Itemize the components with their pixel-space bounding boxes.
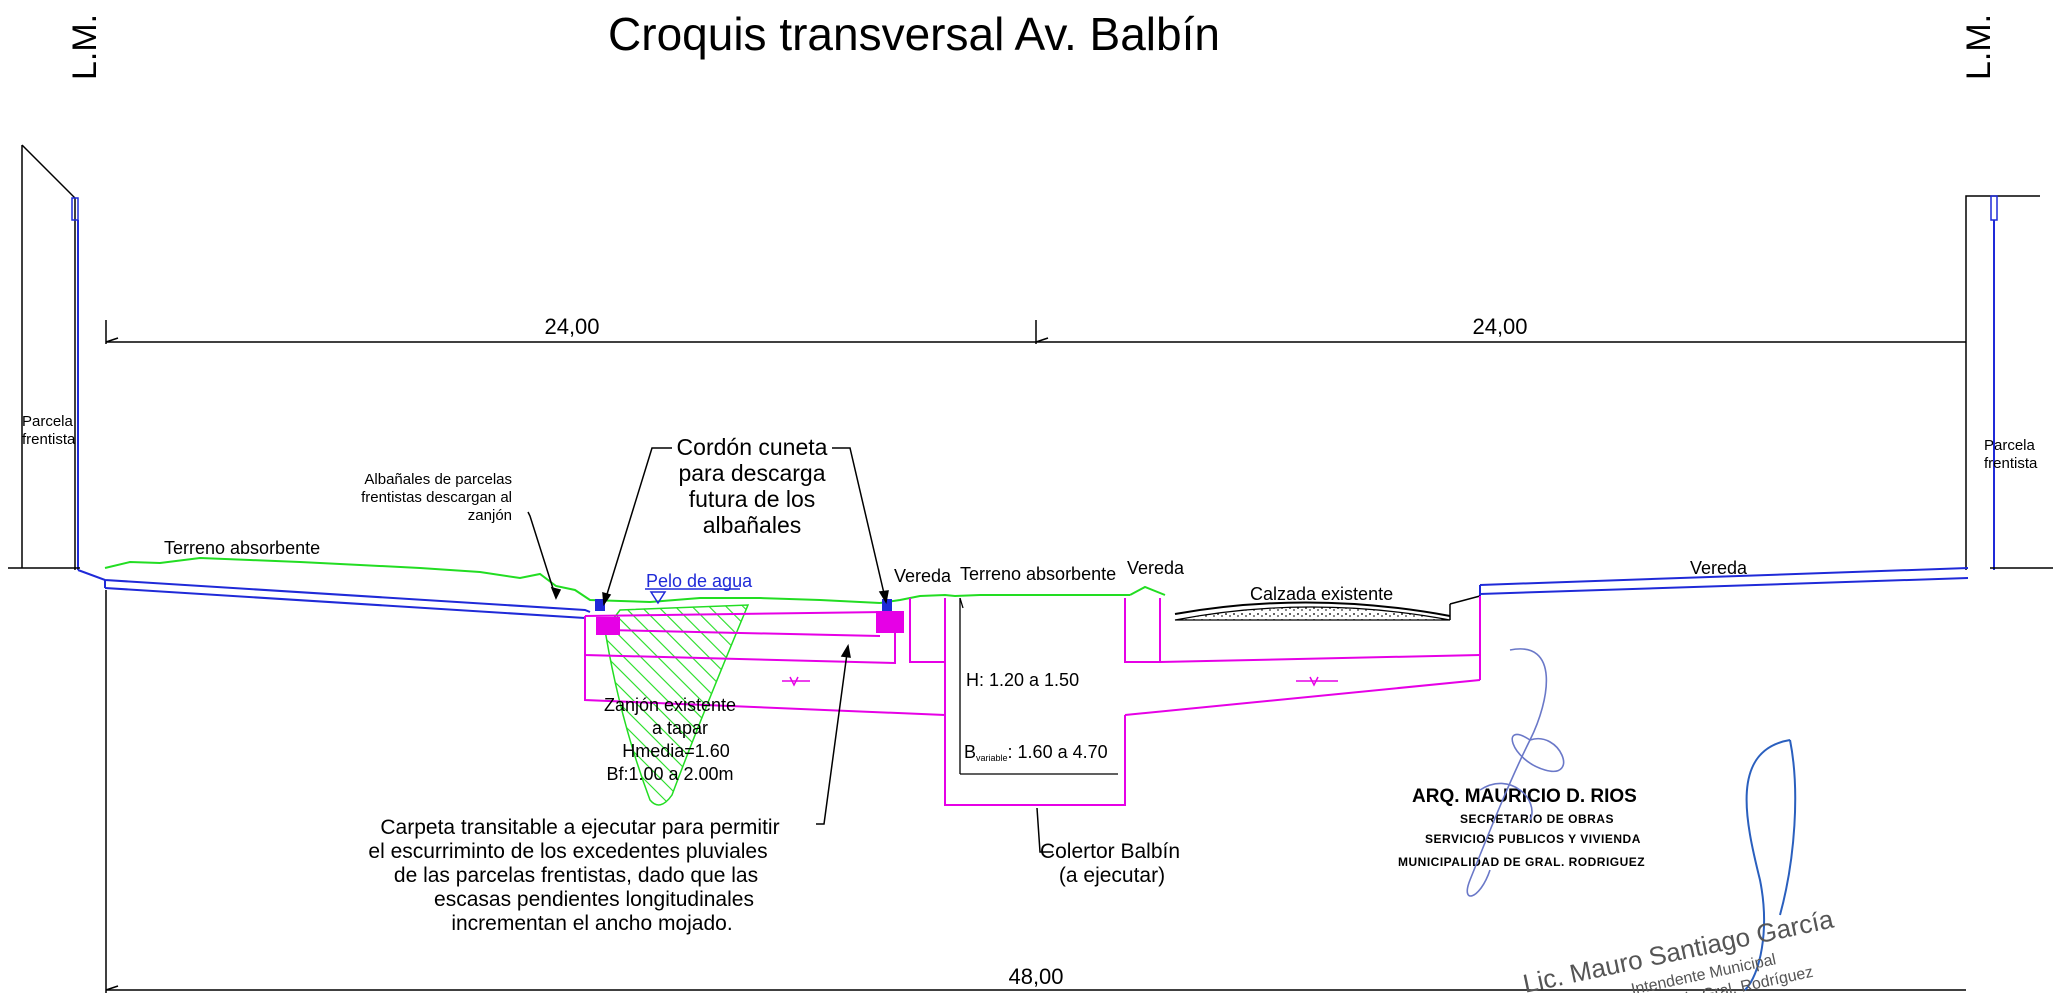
calzada-existente-label: Calzada existente [1250, 584, 1393, 604]
signature-block: Lic. Mauro Santiago García Intendente Mu… [1520, 904, 1836, 993]
stamp-line-1: SECRETARIO DE OBRAS [1460, 812, 1614, 826]
carpeta-transitable-label: Carpeta transitable a ejecutar para perm… [368, 816, 779, 935]
terrain-line-center [879, 593, 1130, 604]
b-range-label: Bvariable: 1.60 a 4.70 [964, 742, 1108, 763]
pelo-de-agua-label: Pelo de agua [646, 571, 753, 591]
colector-balbin-label: Colertor Balbín(a ejecutar) [1040, 840, 1180, 887]
terrain-line-left [104, 556, 881, 604]
existing-road [1174, 595, 1481, 621]
leader-lines [527, 447, 1053, 853]
dimension-bottom [105, 590, 1966, 993]
terreno-absorbente-center: Terreno absorbente [960, 564, 1116, 584]
left-parcel-outline [21, 144, 79, 570]
stamp-line-3: MUNICIPALIDAD DE GRAL. RODRIGUEZ [1398, 855, 1645, 869]
vereda-right-label: Vereda [1690, 558, 1748, 578]
h-range-label: H: 1.20 a 1.50 [966, 670, 1079, 690]
stamp-line-2: SERVICIOS PUBLICOS Y VIVIENDA [1425, 832, 1641, 846]
dimension-total: 48,00 [1008, 964, 1063, 989]
carpeta-structure [584, 596, 1481, 806]
dimension-left-half: 24,00 [544, 314, 599, 339]
signature-scribble-2 [1744, 739, 1797, 991]
stamp-name: ARQ. MAURICIO D. RIOS [1412, 786, 1637, 807]
vereda-2-label: Vereda [1127, 558, 1185, 578]
terreno-absorbente-left: Terreno absorbente [164, 538, 320, 558]
dimension-top [105, 320, 1966, 344]
water-level-marker [645, 588, 740, 605]
lm-right-label: L.M. [1960, 14, 1998, 80]
signature-scribble-1 [1466, 648, 1565, 897]
flow-arrow-left [782, 676, 810, 687]
flow-arrow-right [1296, 676, 1338, 687]
road-profile [77, 567, 1969, 619]
right-parcel-outline [1965, 195, 2040, 570]
colector-dims [959, 597, 1118, 775]
dimension-right-half: 24,00 [1472, 314, 1527, 339]
drawing-title: Croquis transversal Av. Balbín [608, 8, 1220, 60]
vereda-1-label: Vereda [894, 566, 952, 586]
lm-left-label: L.M. [66, 14, 104, 80]
terrain-line-vereda-2 [1129, 585, 1166, 596]
zanjon-hatch [604, 604, 750, 806]
official-stamp: ARQ. MAURICIO D. RIOS SECRETARIO DE OBRA… [1398, 786, 1645, 869]
